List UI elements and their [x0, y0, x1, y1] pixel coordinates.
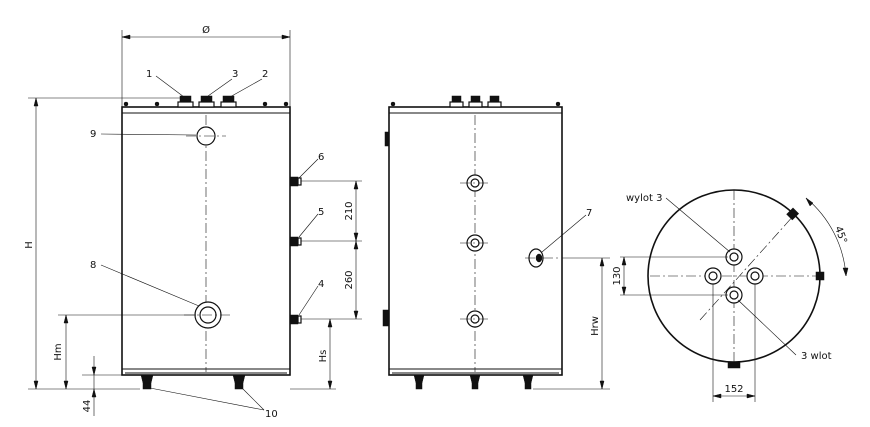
dim-260-label: 260 — [344, 270, 355, 289]
dim-152-label: 152 — [724, 384, 743, 395]
dim-hm-label: Hm — [53, 343, 64, 360]
side-port-6 — [289, 176, 302, 187]
outlet-label: wylot 3 — [626, 193, 662, 204]
dim-130-label: 130 — [612, 266, 623, 285]
callout-2: 2 — [262, 69, 268, 80]
top-port-bottom — [725, 286, 743, 304]
top-connection-3 — [198, 95, 215, 108]
side-view: 7 Hrw — [382, 95, 610, 390]
dim-h-label: H — [24, 241, 35, 249]
foot-left — [140, 374, 154, 390]
callout-7: 7 — [586, 208, 592, 219]
dim-210-label: 210 — [344, 201, 355, 220]
top-port-top — [725, 248, 743, 266]
top-view: wylot 3 3 wlot 130 152 45° — [612, 189, 849, 402]
callout-8: 8 — [90, 260, 96, 271]
top-port-left — [704, 267, 722, 285]
dim-angle-label: 45° — [832, 225, 848, 245]
callout-6: 6 — [318, 152, 324, 163]
foot-right — [232, 374, 246, 390]
inlet-label: 3 wlot — [801, 351, 832, 362]
callout-10: 10 — [265, 409, 278, 420]
side-port-5 — [289, 236, 302, 247]
callout-3: 3 — [232, 69, 238, 80]
front-view: Ø H Hm 44 210 260 Hs — [24, 24, 362, 420]
dim-hs-label: Hs — [318, 350, 329, 363]
dim-44-label: 44 — [82, 400, 93, 413]
top-port-right — [746, 267, 764, 285]
callout-9: 9 — [90, 129, 96, 140]
top-connection-1 — [177, 95, 194, 108]
side-port-4 — [289, 314, 302, 325]
callout-4: 4 — [318, 279, 324, 290]
top-connection-2 — [220, 95, 237, 108]
dim-hrw-label: Hrw — [590, 316, 601, 336]
dim-width-label: Ø — [202, 24, 210, 36]
callout-1: 1 — [146, 69, 152, 80]
callout-5: 5 — [318, 207, 324, 218]
